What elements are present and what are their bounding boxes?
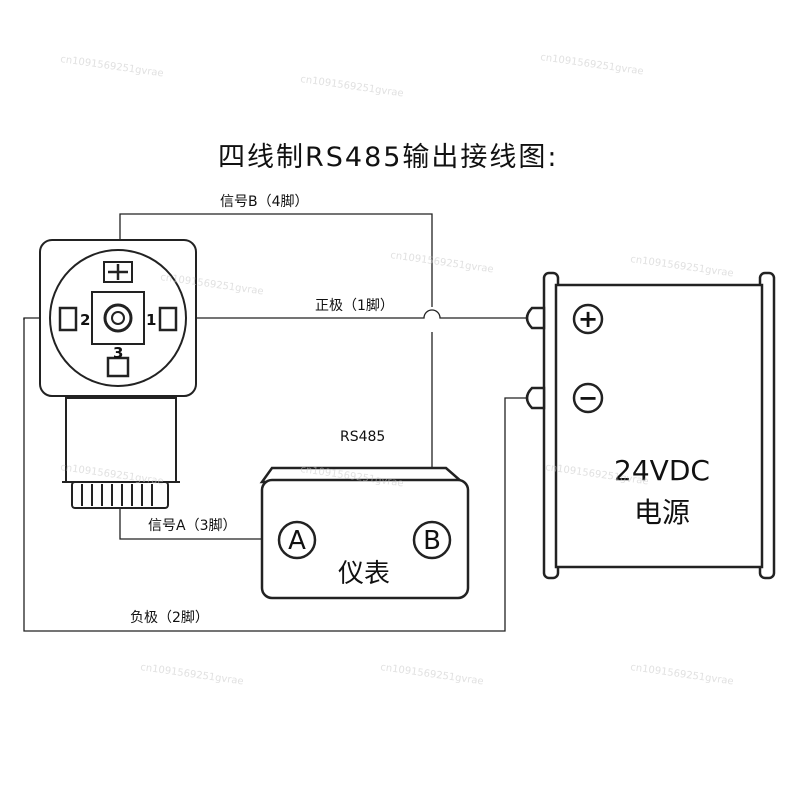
- psu-name: 电源: [634, 496, 690, 529]
- watermark: cn1091569251gvrae: [540, 52, 645, 77]
- minus-symbol: −: [578, 384, 598, 412]
- minus-symbol-circle: [572, 382, 604, 414]
- terminal-b-label: B: [423, 526, 441, 556]
- watermark: cn1091569251gvrae: [630, 662, 735, 687]
- meter-terminal-b: [412, 520, 452, 560]
- psu-terminal-plus: [525, 306, 546, 330]
- wire-signal-b: [119, 213, 433, 307]
- watermark: cn1091569251gvrae: [60, 54, 165, 79]
- connector-body: [65, 397, 177, 483]
- psu-voltage: 24VDC: [614, 454, 710, 487]
- pin-1-label: 1: [146, 311, 156, 329]
- watermark: cn1091569251gvrae: [630, 254, 735, 279]
- label-negative: 负极（2脚）: [130, 610, 209, 626]
- meter: [259, 466, 470, 600]
- wire-negative: [23, 318, 526, 632]
- watermark: cn1091569251gvrae: [300, 74, 405, 99]
- meter-body: [260, 478, 470, 600]
- label-signal-a: 信号A（3脚）: [148, 518, 236, 534]
- label-signal-b: 信号B（4脚）: [220, 194, 309, 210]
- watermark: cn1091569251gvrae: [390, 250, 495, 275]
- connector-nut: [71, 481, 169, 509]
- diagram-title: 四线制RS485输出接线图:: [218, 142, 559, 173]
- plus-symbol: +: [578, 305, 598, 333]
- pin-3-label: 3: [113, 344, 123, 362]
- psu-terminal-minus: [525, 386, 546, 410]
- pin-2-label: 2: [80, 311, 90, 329]
- power-supply: [525, 271, 776, 580]
- meter-label: 仪表: [338, 559, 390, 589]
- label-positive: 正极（1脚）: [315, 298, 394, 314]
- watermark: cn1091569251gvrae: [140, 662, 245, 687]
- watermark: cn1091569251gvrae: [380, 662, 485, 687]
- meter-terminal-a: [277, 520, 317, 560]
- plus-symbol-circle: [572, 303, 604, 335]
- wire-positive: [23, 309, 526, 320]
- terminal-a-label: A: [288, 526, 306, 556]
- wires: [23, 213, 526, 632]
- din-connector: [39, 239, 197, 509]
- label-rs485: RS485: [340, 429, 385, 445]
